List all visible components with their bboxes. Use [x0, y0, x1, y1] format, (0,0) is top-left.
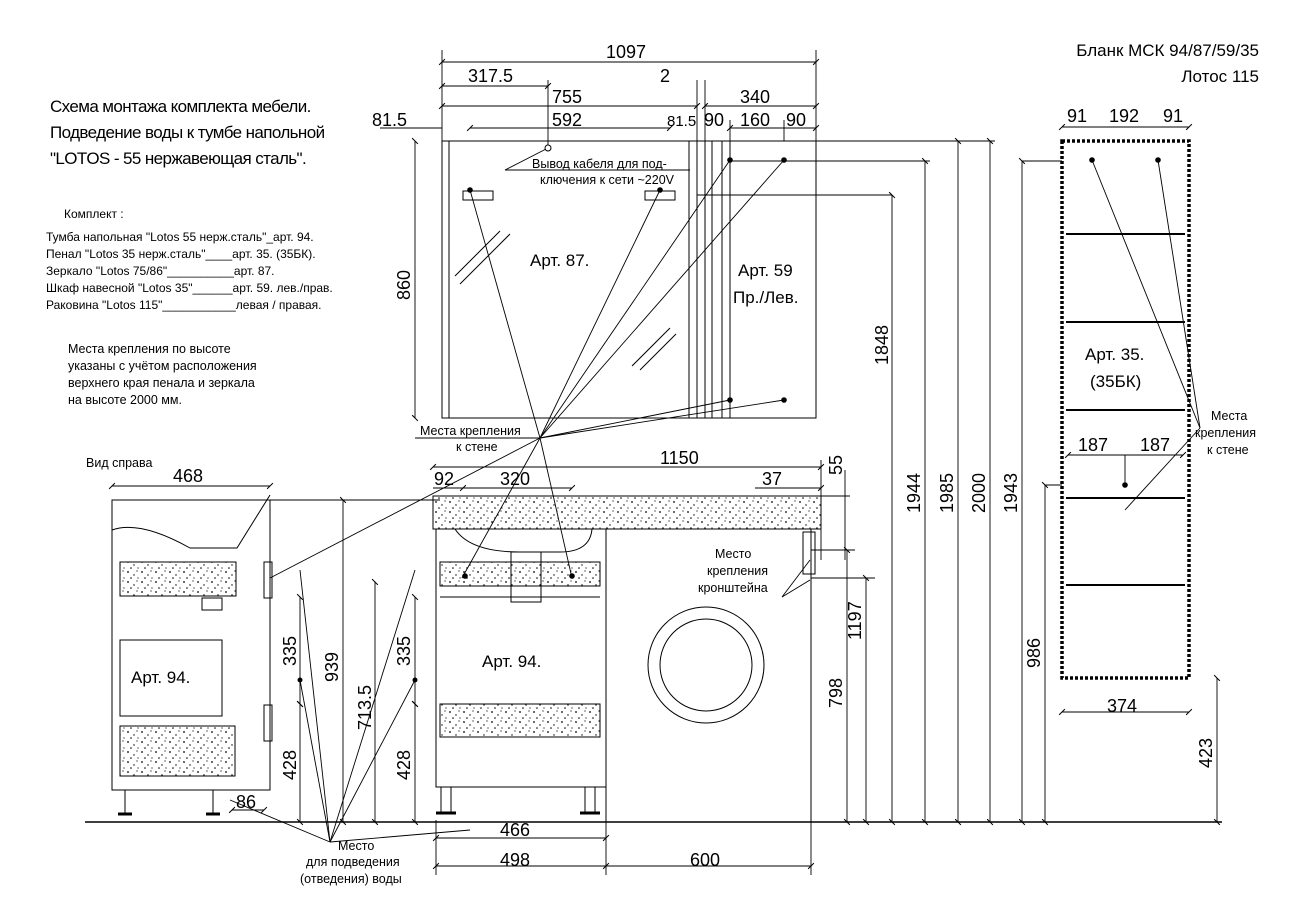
- dim-37: 37: [762, 469, 782, 489]
- dim-160: 160: [740, 110, 770, 130]
- callout-pencil-2: крепления: [1195, 426, 1256, 440]
- dim-428-side: 428: [280, 750, 300, 780]
- mounting-note: Места крепления по высоте указаны с учёт…: [68, 341, 257, 409]
- dim-2000: 2000: [969, 473, 989, 513]
- dim-939: 939: [322, 652, 342, 682]
- callout-water-1: Место: [338, 839, 374, 853]
- kit-item: Зеркало "Lotos 75/86"__________арт. 87.: [46, 264, 275, 278]
- callout-bracket-3: кронштейна: [698, 581, 768, 595]
- callout-bracket-1: Место: [715, 547, 751, 561]
- washing-machine-door: [647, 606, 765, 724]
- callout-pencil-1: Места: [1211, 409, 1247, 423]
- dim-986: 986: [1024, 638, 1044, 668]
- dim-428-front: 428: [394, 750, 414, 780]
- dim-713-5: 713.5: [355, 685, 375, 730]
- dim-340: 340: [740, 87, 770, 107]
- kit-item: Пенал "Lotos 35 нерж.сталь"____арт. 35. …: [46, 247, 316, 261]
- dim-320: 320: [500, 469, 530, 489]
- dim-317-5: 317.5: [468, 66, 513, 86]
- callout-cable-2: ключения к сети ~220V: [540, 173, 675, 187]
- dim-1944: 1944: [904, 473, 924, 513]
- dim-468: 468: [173, 466, 203, 486]
- dim-592: 592: [552, 110, 582, 130]
- dim-90-b: 90: [786, 110, 806, 130]
- mirror-bracket: [462, 190, 494, 201]
- dim-92: 92: [434, 469, 454, 489]
- dim-81-5-right: 81.5: [667, 113, 696, 130]
- label-mirror: Арт. 87.: [530, 251, 589, 270]
- dim-1985: 1985: [937, 473, 957, 513]
- side-view-label: Вид справа: [86, 456, 153, 470]
- form-model: Лотос 115: [1181, 67, 1259, 86]
- side-view-body: [111, 499, 271, 791]
- title-line-2: Подведение воды к тумбе напольной: [50, 123, 325, 142]
- dim-90-a: 90: [704, 110, 724, 130]
- kit-item: Шкаф навесной "Lotos 35"______арт. 59. л…: [46, 281, 333, 295]
- dim-1150: 1150: [660, 448, 699, 468]
- washing-machine: [605, 528, 812, 823]
- dim-860: 860: [394, 270, 414, 300]
- mirror-frame: [441, 140, 817, 419]
- dim-55: 55: [826, 455, 846, 475]
- callout-water-2: для подведения: [306, 855, 400, 869]
- kit-item: Раковина "Lotos 115"___________левая / п…: [46, 298, 322, 312]
- callout-wall-1: Места крепления: [420, 424, 521, 438]
- title-line-3: "LOTOS - 55 нержавеющая сталь".: [50, 149, 307, 168]
- dim-798: 798: [826, 678, 846, 708]
- dim-498: 498: [500, 850, 530, 870]
- dim-374: 374: [1107, 696, 1137, 716]
- dim-1197: 1197: [845, 601, 865, 640]
- note-line: на высоте 2000 мм.: [68, 393, 182, 407]
- dim-81-5-left: 81.5: [372, 110, 407, 130]
- callout-water-3: (отведения) воды: [300, 872, 402, 886]
- dim-600: 600: [690, 850, 720, 870]
- note-line: верхнего края пенала и зеркала: [68, 376, 255, 390]
- label-vanity-side: Арт. 94.: [131, 668, 190, 687]
- label-cabinet-1: Арт. 59: [738, 261, 793, 280]
- dim-466: 466: [500, 820, 530, 840]
- dim-423: 423: [1196, 738, 1216, 768]
- label-pencil-1: Арт. 35.: [1085, 345, 1144, 364]
- dim-2: 2: [660, 66, 670, 86]
- kit-item: Тумба напольная "Lotos 55 нерж.сталь"_ар…: [46, 230, 314, 244]
- bracket: [802, 531, 816, 575]
- dim-335-side: 335: [280, 636, 300, 666]
- callout-cable-1: Вывод кабеля для под-: [532, 157, 667, 171]
- pencil-cabinet: [1060, 139, 1191, 680]
- callout-wall-2: к стене: [456, 440, 498, 454]
- dim-86: 86: [236, 792, 256, 812]
- dim-335-front: 335: [394, 636, 414, 666]
- label-cabinet-2: Пр./Лев.: [733, 288, 799, 307]
- diagram-title: Схема монтажа комплекта мебели. Подведен…: [50, 94, 325, 172]
- kit-list: Комплект : Тумба напольная "Lotos 55 нер…: [46, 206, 333, 314]
- dim-187-a: 187: [1078, 435, 1108, 455]
- title-line-1: Схема монтажа комплекта мебели.: [50, 97, 311, 116]
- dim-1097: 1097: [606, 42, 646, 62]
- form-number: Бланк МСК 94/87/59/35: [1076, 41, 1259, 60]
- dim-187-b: 187: [1140, 435, 1170, 455]
- form-header: Бланк МСК 94/87/59/35 Лотос 115: [1076, 38, 1259, 90]
- note-line: указаны с учётом расположения: [68, 359, 257, 373]
- dim-192: 192: [1109, 106, 1139, 126]
- label-vanity: Арт. 94.: [482, 652, 541, 671]
- dim-91-a: 91: [1067, 106, 1087, 126]
- dim-91-b: 91: [1163, 106, 1183, 126]
- dim-1848: 1848: [872, 325, 892, 365]
- mounting-points: [297, 144, 1161, 683]
- kit-heading: Комплект :: [64, 207, 124, 221]
- note-line: Места крепления по высоте: [68, 342, 231, 356]
- label-pencil-2: (35БК): [1090, 372, 1141, 391]
- countertop-basin: [432, 495, 822, 530]
- dim-755: 755: [552, 87, 582, 107]
- callout-bracket-2: крепления: [707, 564, 768, 578]
- callout-pencil-3: к стене: [1207, 443, 1249, 457]
- dim-1943: 1943: [1001, 473, 1021, 513]
